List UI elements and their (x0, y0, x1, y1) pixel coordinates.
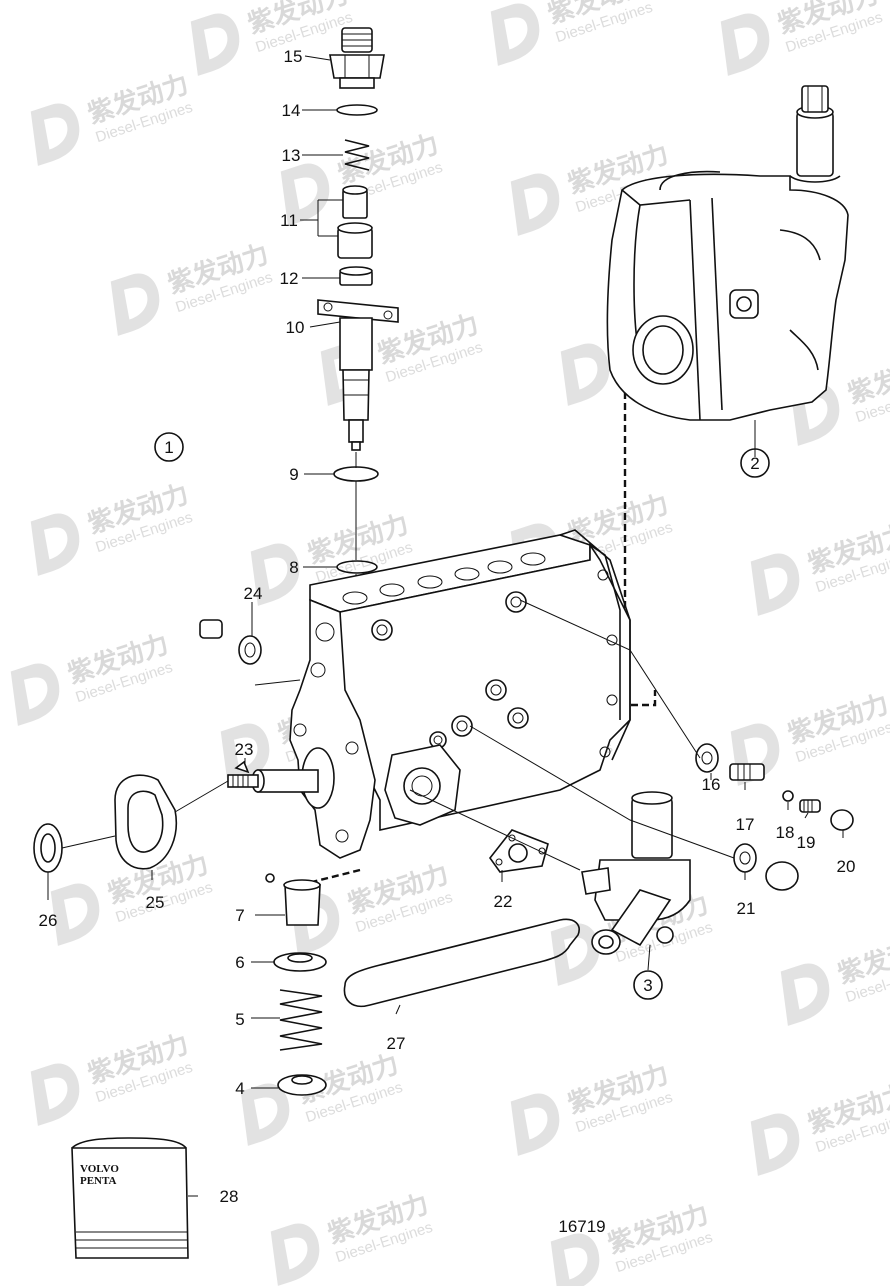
delivery-valve-holder-part (329, 27, 385, 89)
part-ref-2: 2 (750, 454, 759, 473)
callout-26: 26 (39, 911, 58, 930)
drawing-number: 16719 (558, 1217, 605, 1236)
watermark-logo-icon (30, 1063, 80, 1126)
watermark-logo-icon (50, 883, 100, 946)
watermark-logo-icon (250, 543, 300, 606)
callout-labels: 4 5 6 7 8 9 10 11 12 13 14 15 16 17 18 1… (39, 47, 856, 1236)
watermark-logo-icon (10, 663, 60, 726)
plug-part (199, 619, 262, 665)
callout-5: 5 (235, 1010, 244, 1029)
callout-9: 9 (289, 465, 298, 484)
callout-13: 13 (282, 146, 301, 165)
governor-housing-part (606, 85, 849, 421)
watermark-logo-icon (190, 13, 240, 76)
watermark-logo-icon (30, 513, 80, 576)
watermark-logo-icon (560, 343, 610, 406)
callout-21: 21 (737, 899, 756, 918)
callout-11: 11 (280, 211, 298, 230)
valve-seal-part (339, 266, 373, 286)
watermark-logo-icon (270, 1223, 320, 1286)
watermark-logo-icon (720, 13, 770, 76)
callout-24: 24 (244, 584, 263, 603)
watermark-logo-icon (750, 1113, 800, 1176)
spring-seat-lower-part (277, 1074, 327, 1096)
watermark-logo-icon (110, 273, 160, 336)
callout-8: 8 (289, 558, 298, 577)
callout-28: 28 (220, 1187, 239, 1206)
manual-logo-line2: PENTA (80, 1175, 117, 1187)
callout-19: 19 (797, 833, 816, 852)
callout-15: 15 (284, 47, 303, 66)
plunger-spring-part (279, 989, 323, 1051)
callout-20: 20 (837, 857, 856, 876)
pump-element-part (317, 299, 399, 451)
spring-part (344, 139, 370, 171)
tappet-part (265, 873, 321, 926)
callout-25: 25 (146, 893, 165, 912)
watermark-logo-icon (550, 923, 600, 986)
o-ring-upper-part (333, 466, 379, 482)
callout-6: 6 (235, 953, 244, 972)
callout-4: 4 (235, 1079, 244, 1098)
sealing-ring-part (343, 918, 580, 1007)
gasket-part (114, 774, 177, 870)
watermark-logo-icon (30, 103, 80, 166)
watermark-logo-icon (280, 163, 330, 226)
watermark-logo-icon (780, 963, 830, 1026)
feed-pump-gasket-part (489, 829, 549, 873)
watermark-logo-icon (750, 553, 800, 616)
watermark-logo-icon (550, 1233, 600, 1286)
circled-markers: 1 2 3 (154, 432, 770, 1000)
callout-7: 7 (235, 906, 244, 925)
callout-14: 14 (282, 101, 301, 120)
injection-pump-housing-part (289, 529, 631, 859)
callout-17: 17 (736, 815, 755, 834)
instruction-manual-part: VOLVO PENTA (71, 1137, 189, 1259)
watermark-logo-icon (490, 3, 540, 66)
callout-12: 12 (280, 269, 299, 288)
watermark-logo-icon (510, 173, 560, 236)
group-marker-1: 1 (164, 438, 173, 457)
shaft-seal-part (33, 823, 63, 873)
spring-seat-upper-part (273, 952, 327, 972)
part-ref-3: 3 (643, 976, 652, 995)
callout-22: 22 (494, 892, 513, 911)
delivery-valve-part (337, 185, 373, 259)
watermark-logo-icon (240, 1083, 290, 1146)
leader-lines (47, 55, 844, 1197)
watermark-logo-icon (510, 1093, 560, 1156)
callout-23: 23 (235, 740, 254, 759)
sealing-washer-part (336, 104, 378, 116)
camshaft-end-part (227, 747, 335, 809)
callout-27: 27 (387, 1034, 406, 1053)
manual-logo-line1: VOLVO (80, 1163, 119, 1175)
small-fittings-group (695, 743, 854, 891)
callout-18: 18 (776, 823, 795, 842)
callout-16: 16 (702, 775, 721, 794)
callout-10: 10 (286, 318, 305, 337)
